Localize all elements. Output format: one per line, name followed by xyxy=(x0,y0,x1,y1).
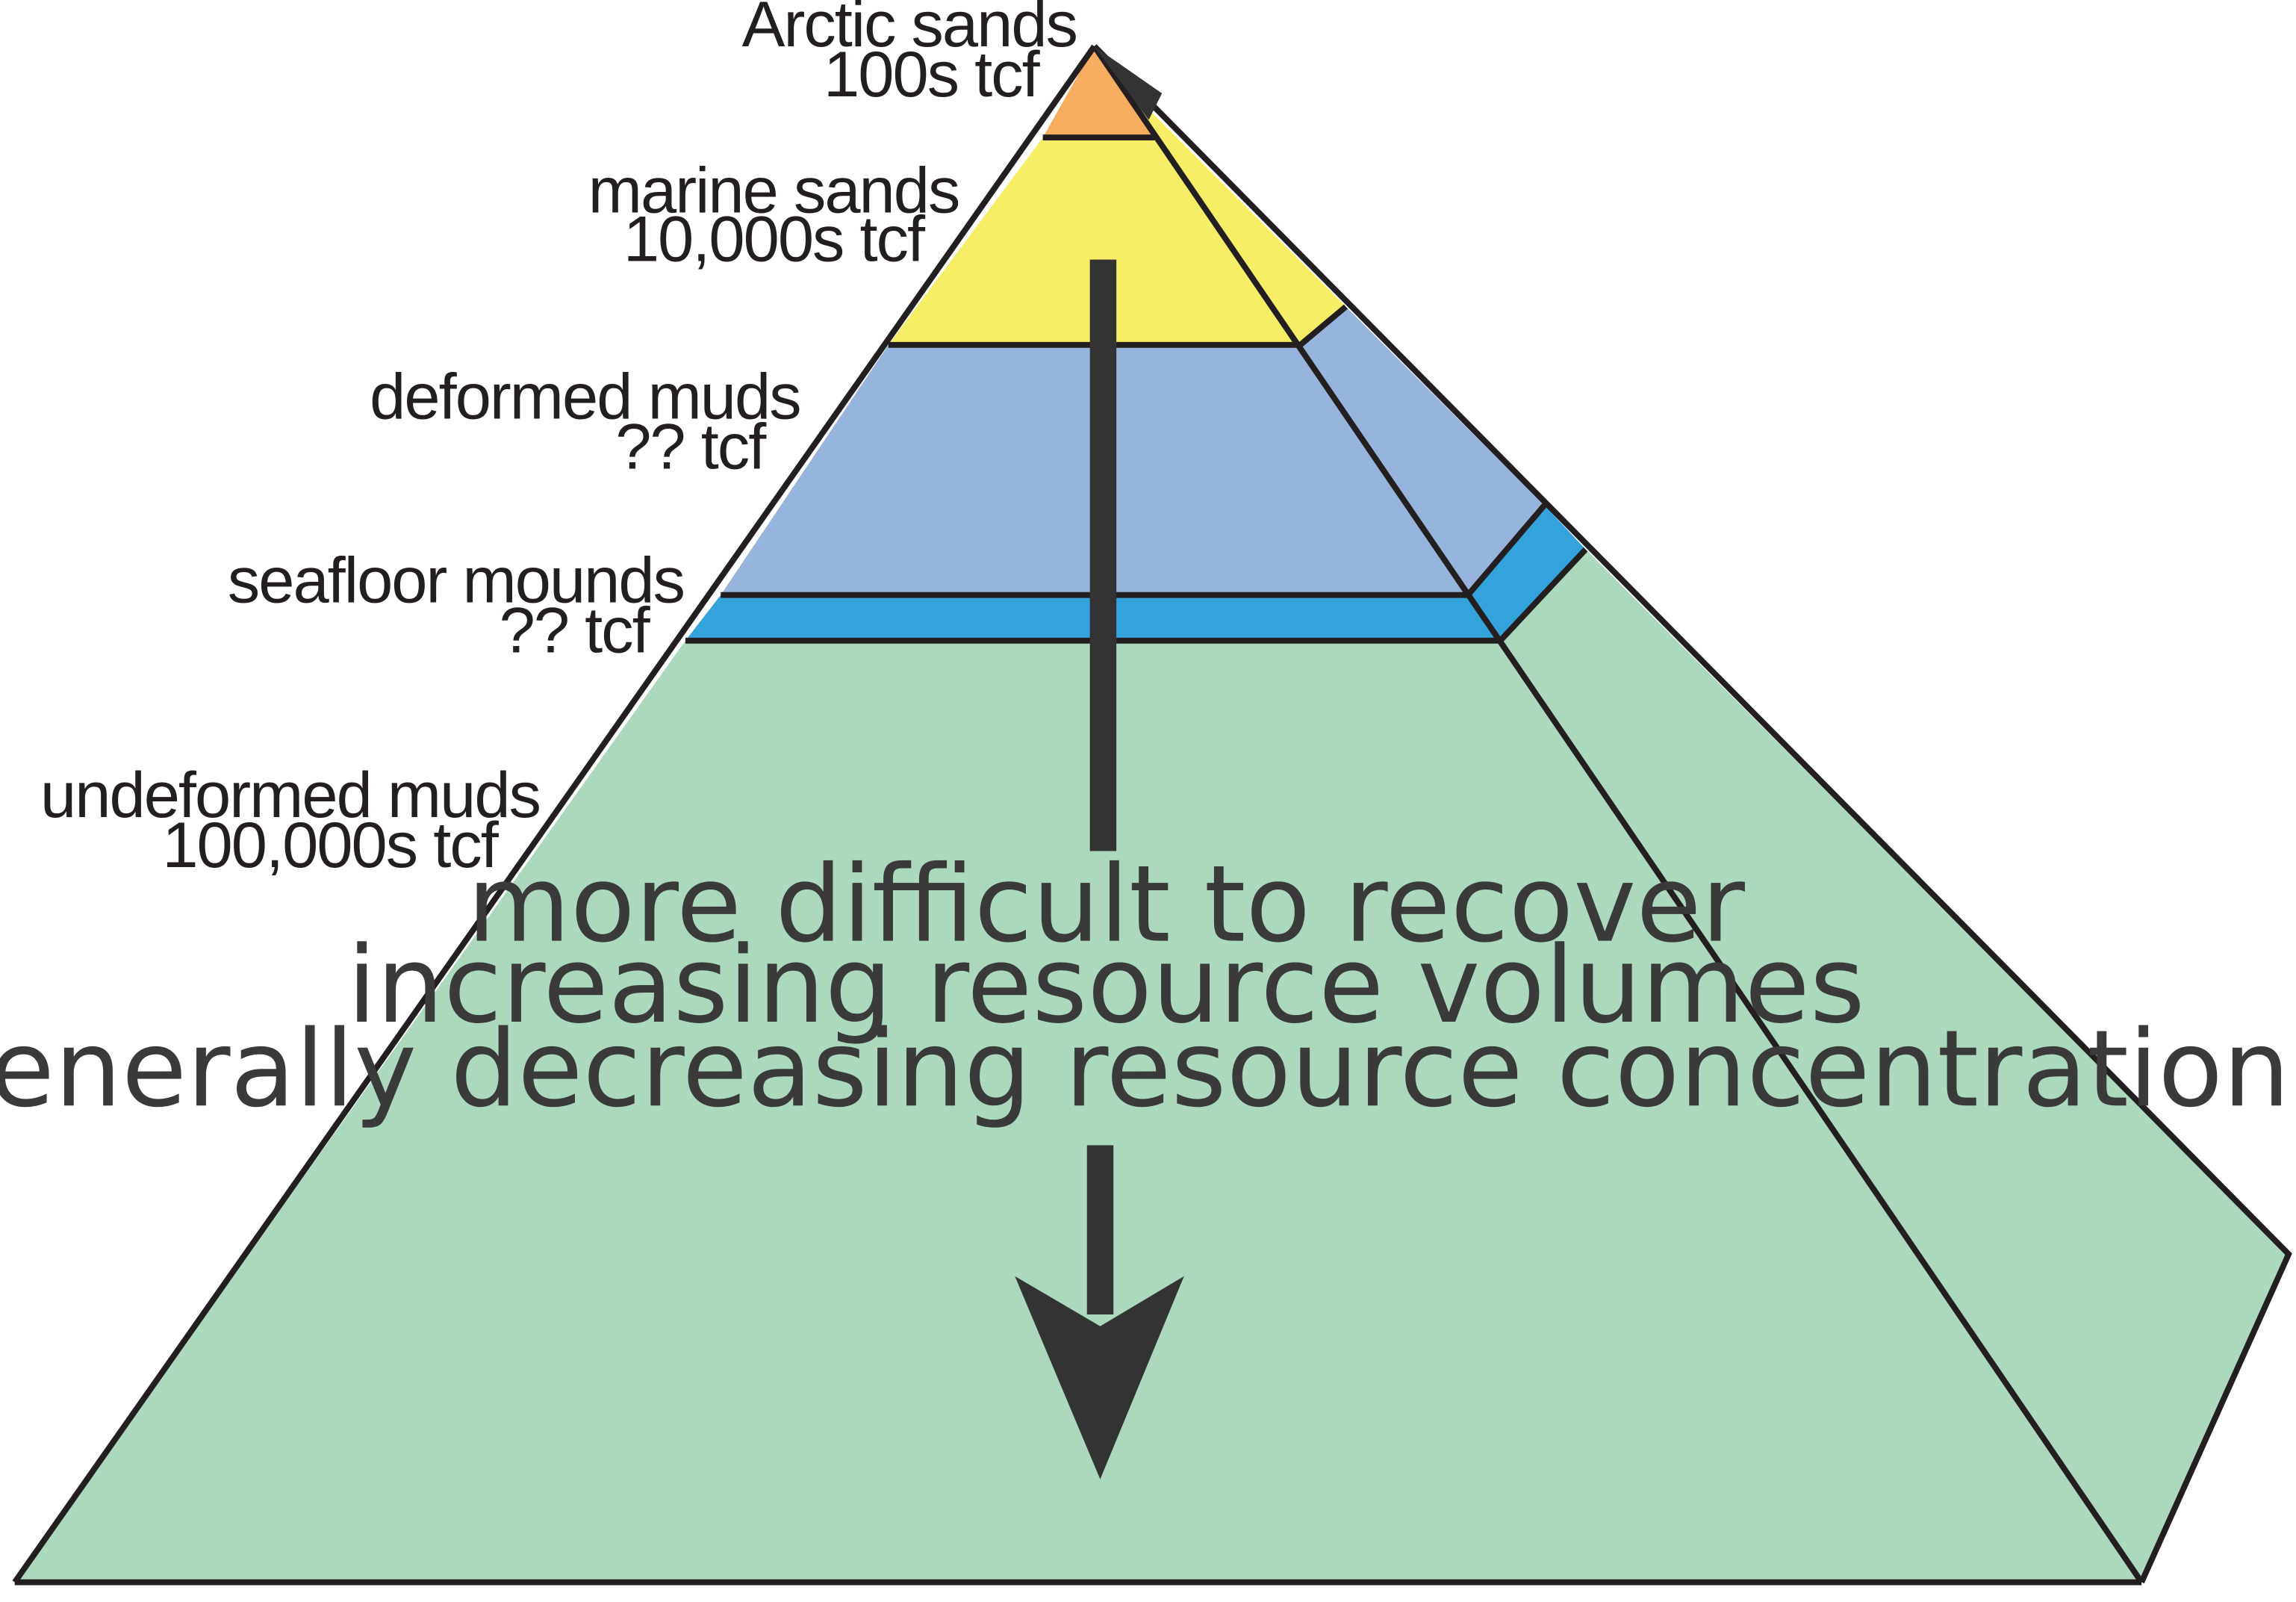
caption-line-1: more difficult to recover xyxy=(467,843,1746,966)
arrow-shaft-lower xyxy=(1086,1145,1114,1314)
divider-seafloor-undeformed-side xyxy=(1498,547,1588,643)
label-arctic-sands-volume: 100s tcf xyxy=(824,39,1041,111)
label-seafloor-mounds-volume: ?? tcf xyxy=(500,595,651,667)
label-marine-sands-volume: 10,000s tcf xyxy=(623,204,926,276)
outline-back-edge xyxy=(1092,44,2292,1584)
apex-arrowhead xyxy=(1094,46,1163,120)
pyramid-outlines xyxy=(12,44,2292,1586)
center-caption: more difficult to recover increasing res… xyxy=(0,843,2290,1131)
outline-left-edge xyxy=(12,44,1097,1584)
front-marine-sands xyxy=(888,137,1301,345)
label-deformed-muds-volume: ?? tcf xyxy=(615,411,767,482)
label-arctic-sands-name: Arctic sands xyxy=(742,0,1077,60)
label-undeformed-muds-name: undeformed muds xyxy=(40,760,540,831)
label-seafloor-mounds-name: seafloor mounds xyxy=(228,545,684,617)
caption-line-3: generally decreasing resource concentrat… xyxy=(0,1008,2290,1131)
label-deformed-muds-name: deformed muds xyxy=(370,361,800,432)
side-deformed-muds xyxy=(1300,306,1545,595)
front-arctic-sands xyxy=(1042,46,1155,138)
arrow-shaft-upper xyxy=(1089,259,1117,851)
label-undeformed-muds-volume: 100,000s tcf xyxy=(162,810,499,881)
outline-front-right-edge xyxy=(1092,44,2144,1584)
front-undeformed-muds xyxy=(14,640,2142,1583)
caption-line-2: increasing resource volumes xyxy=(347,924,1865,1047)
layer-labels: Arctic sands 100s tcf marine sands 10,00… xyxy=(40,0,1078,881)
divider-marine-deformed-side xyxy=(1298,304,1348,347)
divider-deformed-seafloor-side xyxy=(1465,503,1547,597)
arrow-head xyxy=(1015,1276,1184,1480)
side-seafloor-mounds xyxy=(1467,505,1586,641)
side-undeformed-muds xyxy=(1500,549,2289,1583)
side-marine-sands xyxy=(1132,93,1346,345)
label-marine-sands-name: marine sands xyxy=(588,155,959,227)
